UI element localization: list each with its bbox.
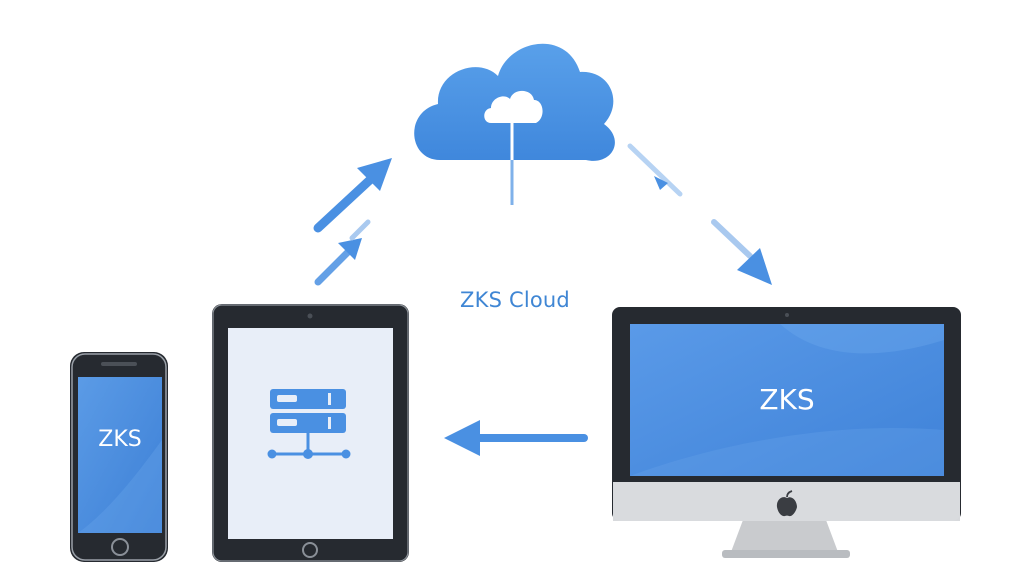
flow-arrow-tablet-to-cloud [313, 158, 392, 286]
desktop-monitor [612, 307, 961, 558]
monitor-screen-label: ZKS [759, 383, 815, 416]
cloud-caption: ZKS Cloud [460, 288, 570, 312]
cloud-icon [414, 43, 615, 205]
flow-arrow-cloud-to-monitor [627, 143, 772, 285]
phone-screen-label: ZKS [98, 427, 142, 452]
server-icon [267, 389, 351, 459]
phone-device [70, 352, 168, 562]
apple-logo-icon [776, 490, 797, 517]
tablet-device [212, 304, 409, 562]
home-button-icon [302, 542, 318, 558]
flow-arrow-monitor-to-tablet [444, 420, 588, 456]
home-button-icon [111, 538, 129, 556]
